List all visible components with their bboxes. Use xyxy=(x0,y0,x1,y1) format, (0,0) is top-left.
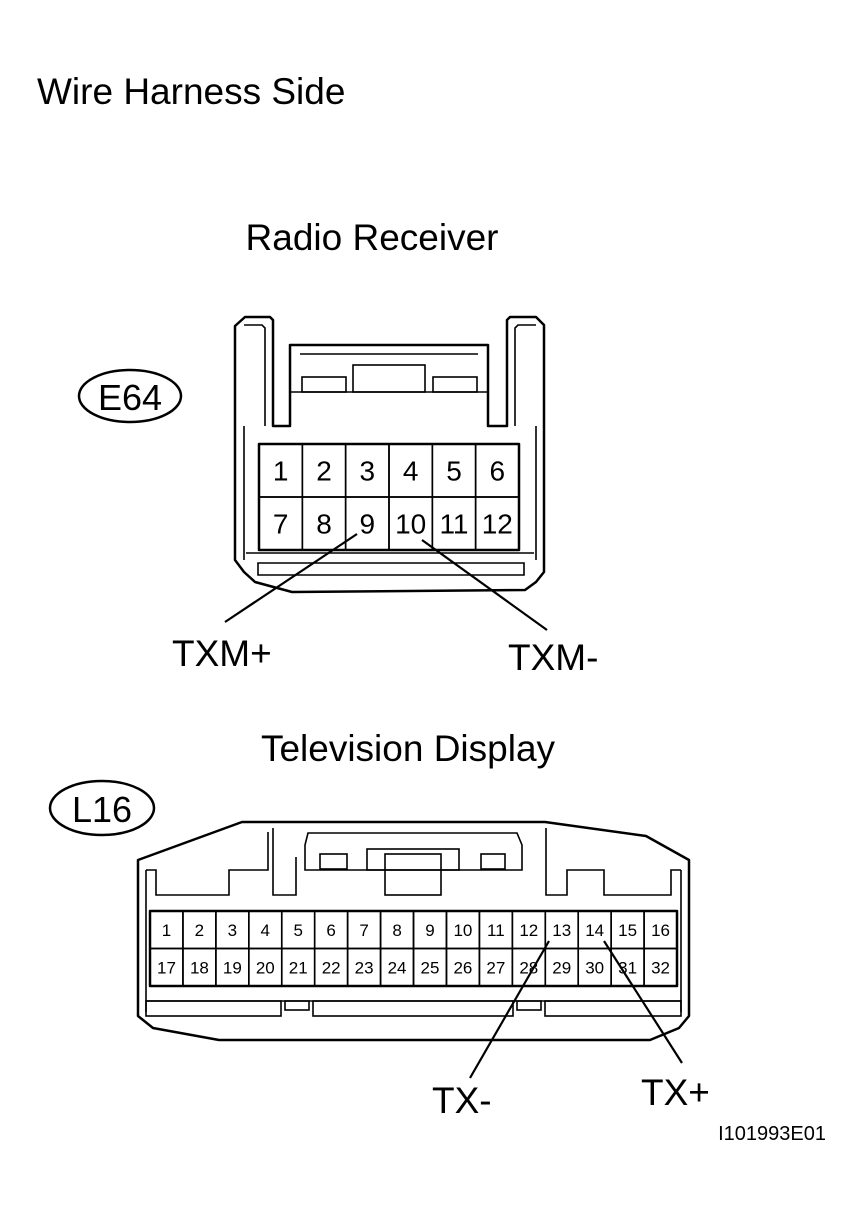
l16-bottom-notch-2 xyxy=(516,1000,542,1011)
television-display-title: Television Display xyxy=(261,728,556,769)
e64-pin-grid-frame xyxy=(257,442,521,552)
l16-pin-15: 15 xyxy=(618,921,637,940)
l16-pin-14: 14 xyxy=(585,921,604,940)
l16-pin-9: 9 xyxy=(425,921,434,940)
e64-right-arm xyxy=(514,324,536,426)
e64-bottom-rail-2 xyxy=(257,562,525,576)
page-title: Wire Harness Side xyxy=(37,71,345,112)
l16-pin-12: 12 xyxy=(519,921,538,940)
e64-pin-3: 3 xyxy=(360,456,376,487)
television-display-connector: Television Display L16 xyxy=(48,728,710,1121)
l16-pin-21: 21 xyxy=(289,958,308,977)
l16-latch-slot-2 xyxy=(366,848,460,871)
l16-pin-18: 18 xyxy=(190,958,209,977)
e64-housing xyxy=(233,315,546,594)
tx-minus-label: TX- xyxy=(432,1080,492,1121)
l16-pin-10: 10 xyxy=(453,921,472,940)
txm-plus-leader xyxy=(224,533,358,623)
l16-pin-3: 3 xyxy=(228,921,237,940)
l16-pin-2: 2 xyxy=(195,921,204,940)
l16-left-step xyxy=(146,832,269,896)
l16-pin-27: 27 xyxy=(486,958,505,977)
e64-code-label: E64 xyxy=(98,377,162,418)
l16-pin-31: 31 xyxy=(618,958,637,977)
txm-minus-label: TXM- xyxy=(508,637,598,678)
e64-pin-7: 7 xyxy=(273,509,289,540)
l16-pin-4: 4 xyxy=(261,921,270,940)
txm-plus-label: TXM+ xyxy=(172,633,272,674)
l16-badge-outline xyxy=(48,779,156,837)
l16-pin-1: 1 xyxy=(162,921,171,940)
l16-pin-26: 26 xyxy=(453,958,472,977)
l16-housing xyxy=(136,820,691,1042)
l16-pin-8: 8 xyxy=(392,921,401,940)
e64-pin-4: 4 xyxy=(403,456,419,487)
e64-outer-shell xyxy=(233,315,546,594)
radio-receiver-title: Radio Receiver xyxy=(246,217,499,258)
l16-bottom-seg-3 xyxy=(544,1000,682,1017)
l16-pin-16: 16 xyxy=(651,921,670,940)
e64-pin-1: 1 xyxy=(273,456,289,487)
l16-pin-7: 7 xyxy=(359,921,368,940)
l16-pin-24: 24 xyxy=(388,958,407,977)
l16-right-step xyxy=(545,828,681,896)
l16-latch-housing xyxy=(304,832,523,871)
l16-code-badge: L16 xyxy=(48,779,156,837)
e64-pin-6: 6 xyxy=(490,456,506,487)
l16-pin-23: 23 xyxy=(355,958,374,977)
l16-pin-22: 22 xyxy=(322,958,341,977)
l16-pin-30: 30 xyxy=(585,958,604,977)
l16-pin-6: 6 xyxy=(326,921,335,940)
l16-pin-5: 5 xyxy=(293,921,302,940)
l16-outer-shell xyxy=(136,820,691,1042)
l16-latch-slot-1 xyxy=(319,853,348,870)
l16-pin-17: 17 xyxy=(157,958,176,977)
tx-minus-leader xyxy=(469,940,550,1079)
l16-pin-19: 19 xyxy=(223,958,242,977)
l16-bottom-notch-1 xyxy=(284,1000,310,1011)
l16-left-post xyxy=(272,828,297,896)
l16-pin-25: 25 xyxy=(421,958,440,977)
e64-pin-8: 8 xyxy=(316,509,332,540)
l16-code-label: L16 xyxy=(72,789,132,830)
e64-code-badge: E64 xyxy=(77,368,183,424)
e64-pin-12: 12 xyxy=(482,509,513,540)
e64-pin-10: 10 xyxy=(395,509,426,540)
l16-latch-slot-3 xyxy=(480,853,506,870)
l16-pin-11: 11 xyxy=(487,921,505,940)
tx-plus-label: TX+ xyxy=(641,1072,710,1113)
e64-latch-center xyxy=(352,364,426,393)
l16-latch-tab xyxy=(384,853,442,896)
e64-pin-11: 11 xyxy=(439,509,468,540)
l16-pin-grid-frame xyxy=(148,909,679,988)
l16-pin-29: 29 xyxy=(552,958,571,977)
e64-left-arm xyxy=(244,324,266,426)
e64-latch-slot-right xyxy=(432,376,478,393)
figure-code: I101993E01 xyxy=(718,1123,826,1145)
l16-bottom-seg-1 xyxy=(145,1000,282,1017)
tx-plus-leader xyxy=(603,940,683,1064)
l16-pin-20: 20 xyxy=(256,958,275,977)
l16-pin-32: 32 xyxy=(651,958,670,977)
e64-pin-5: 5 xyxy=(446,456,462,487)
l16-pin-13: 13 xyxy=(552,921,571,940)
l16-bottom-seg-2 xyxy=(312,1000,514,1017)
txm-minus-leader xyxy=(421,539,548,631)
e64-badge-outline xyxy=(77,368,183,424)
e64-pin-2: 2 xyxy=(316,456,332,487)
e64-pin-9: 9 xyxy=(360,509,376,540)
e64-latch-slot-left xyxy=(301,376,347,393)
l16-pin-28: 28 xyxy=(519,958,538,977)
